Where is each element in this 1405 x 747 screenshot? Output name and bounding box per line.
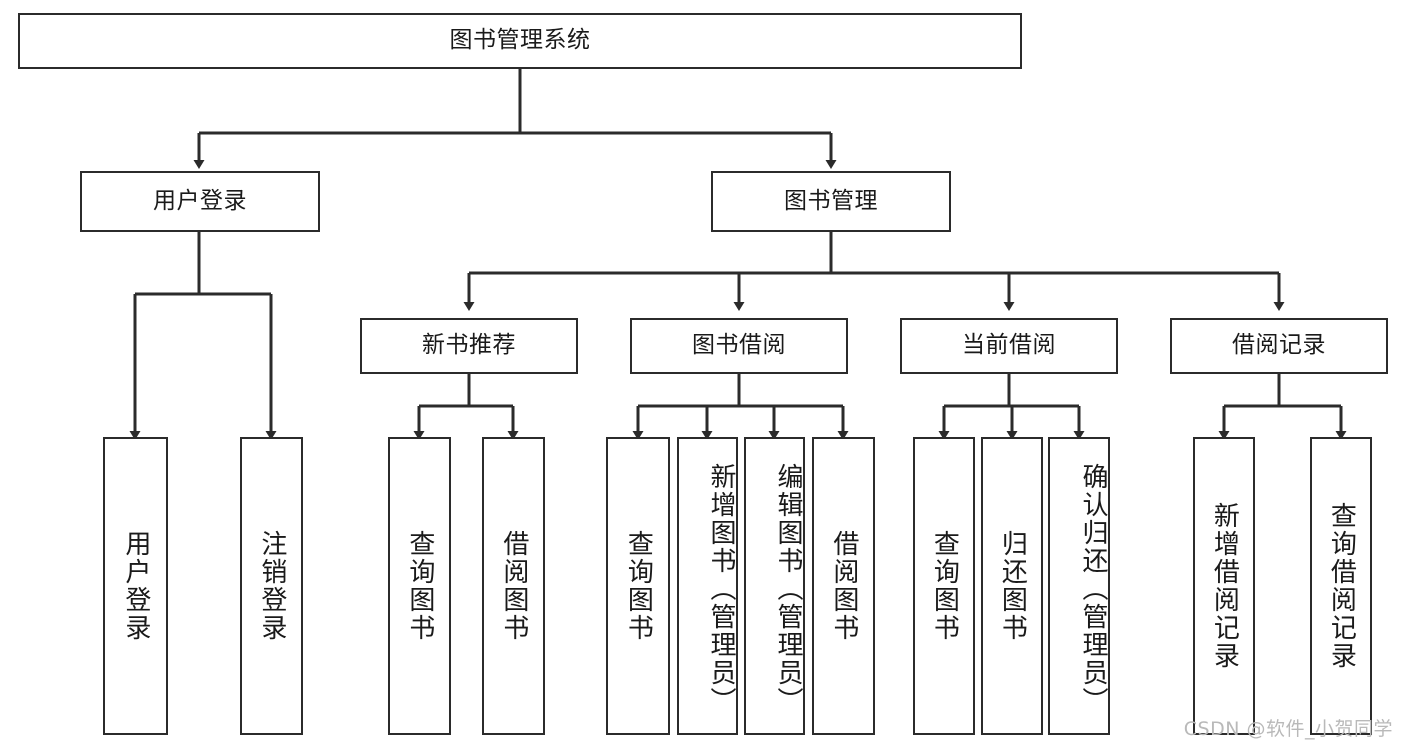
node-label: 借阅图书: [828, 530, 859, 642]
node-label: 查询图书: [623, 530, 654, 642]
leaf-query-book-borrow[interactable]: 查询图书: [606, 437, 670, 735]
node-label: 编辑图书（管理员）: [773, 463, 803, 715]
node-label: 借阅记录: [1232, 332, 1326, 359]
node-label: 归还图书: [997, 530, 1028, 642]
node-label: 新书推荐: [422, 332, 516, 359]
leaf-confirm-return-admin[interactable]: 确认归还（管理员）: [1048, 437, 1110, 735]
node-label: 查询图书: [404, 530, 435, 642]
leaf-user-login[interactable]: 用户登录: [103, 437, 168, 735]
node-book-management[interactable]: 图书管理: [711, 171, 951, 232]
node-label: 当前借阅: [962, 332, 1056, 359]
node-label: 注销登录: [256, 530, 287, 642]
node-label: 确认归还（管理员）: [1078, 463, 1108, 715]
leaf-add-borrow-record[interactable]: 新增借阅记录: [1193, 437, 1255, 735]
node-label: 新增借阅记录: [1209, 502, 1240, 670]
node-book-borrow[interactable]: 图书借阅: [630, 318, 848, 374]
leaf-query-book-current[interactable]: 查询图书: [913, 437, 975, 735]
leaf-borrow-book-new[interactable]: 借阅图书: [482, 437, 545, 735]
node-user-login[interactable]: 用户登录: [80, 171, 320, 232]
node-label: 图书管理系统: [449, 27, 591, 54]
leaf-edit-book-admin[interactable]: 编辑图书（管理员）: [744, 437, 805, 735]
leaf-borrow-book[interactable]: 借阅图书: [812, 437, 875, 735]
node-root-system[interactable]: 图书管理系统: [18, 13, 1022, 69]
leaf-query-book-new[interactable]: 查询图书: [388, 437, 451, 735]
node-borrow-record[interactable]: 借阅记录: [1170, 318, 1388, 374]
leaf-add-book-admin[interactable]: 新增图书（管理员）: [677, 437, 738, 735]
leaf-return-book[interactable]: 归还图书: [981, 437, 1043, 735]
node-label: 新增图书（管理员）: [706, 463, 736, 715]
node-label: 借阅图书: [498, 530, 529, 642]
node-label: 用户登录: [120, 530, 151, 642]
node-new-book-recommend[interactable]: 新书推荐: [360, 318, 578, 374]
node-current-borrow[interactable]: 当前借阅: [900, 318, 1118, 374]
node-label: 查询借阅记录: [1326, 502, 1357, 670]
node-label: 查询图书: [929, 530, 960, 642]
node-label: 用户登录: [153, 187, 247, 214]
leaf-query-borrow-record[interactable]: 查询借阅记录: [1310, 437, 1372, 735]
leaf-user-logout[interactable]: 注销登录: [240, 437, 303, 735]
node-label: 图书管理: [784, 187, 878, 214]
node-label: 图书借阅: [692, 332, 786, 359]
